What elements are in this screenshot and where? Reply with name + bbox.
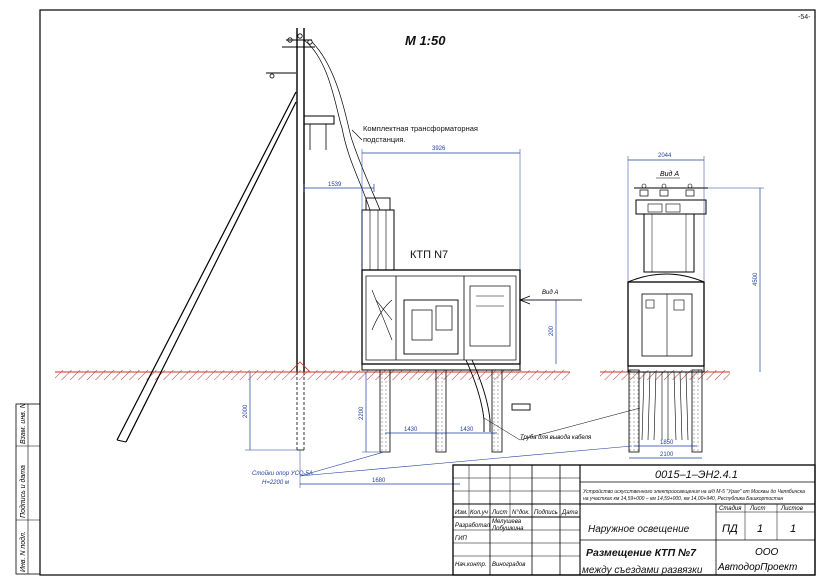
drawing-title: Размещение КТП №7 — [586, 547, 697, 559]
scale-label: М 1:50 — [405, 33, 446, 48]
svg-text:N°док.: N°док. — [512, 510, 530, 516]
dim-3926: 3926 — [361, 146, 521, 270]
doc-description-1: Устройство искусственного электроосвещен… — [583, 488, 805, 495]
svg-text:ПД: ПД — [722, 523, 738, 535]
dim-200: 200 — [520, 299, 560, 364]
view-a-arrow: Вид А — [518, 290, 582, 305]
svg-text:1: 1 — [790, 523, 796, 535]
dim-2100: 2100 — [629, 452, 702, 459]
svg-text:Вид А: Вид А — [542, 290, 558, 296]
svg-text:Вид А: Вид А — [660, 170, 679, 178]
svg-text:Мелушева: Мелушева — [492, 519, 522, 525]
dim-2000: 2000 — [243, 372, 297, 451]
svg-text:1: 1 — [757, 523, 763, 535]
sheet-frame — [39, 9, 816, 576]
svg-text:2044: 2044 — [658, 153, 672, 159]
svg-text:2100: 2100 — [660, 452, 674, 458]
drawing-subtitle: между съездами развязки — [582, 565, 703, 576]
svg-text:1539: 1539 — [328, 182, 342, 188]
org-line-1: ООО — [755, 547, 779, 558]
ktp-callout: Комплектная трансформаторная подстанция. — [351, 124, 478, 144]
svg-text:Подпись: Подпись — [534, 510, 558, 516]
svg-text:подстанция.: подстанция. — [363, 135, 406, 144]
title-block-text: 0015–1–ЭН2.4.1 Устройство искусственного… — [455, 469, 805, 576]
section-title: Наружное освещение — [588, 524, 690, 535]
stamp-inv-orig: Инв. N подл. — [19, 531, 27, 572]
ktp-side-piles — [628, 369, 703, 453]
svg-text:4500: 4500 — [753, 272, 759, 286]
page-number: -54- — [798, 14, 811, 21]
org-line-2: АвтодорПроект — [717, 562, 797, 573]
svg-text:Листов: Листов — [780, 506, 803, 512]
svg-text:Изм.: Изм. — [455, 510, 468, 516]
ktp-name-label: КТП N7 — [410, 249, 448, 261]
ktp-front-piles — [379, 369, 503, 453]
doc-description-2: на участках км 14,59+000 – км 14,59+000,… — [583, 496, 784, 502]
svg-text:Н=2200 м: Н=2200 м — [262, 480, 289, 486]
svg-text:1430: 1430 — [460, 427, 474, 433]
svg-text:Лобушкина: Лобушкина — [491, 526, 524, 532]
svg-text:ГИП: ГИП — [455, 536, 468, 542]
svg-text:Комплектная трансформаторная: Комплектная трансформаторная — [363, 124, 478, 133]
svg-text:Стадия: Стадия — [719, 506, 742, 512]
dim-1850: 1850 — [634, 440, 697, 447]
svg-text:Разработал: Разработал — [455, 523, 491, 529]
view-a-title: Вид А — [656, 170, 680, 179]
posts-callout: Стойки опор УСО-5А Н=2200 м — [252, 445, 633, 486]
ktp-front-view — [361, 197, 521, 371]
svg-text:Виноградов: Виноградов — [492, 562, 525, 568]
doc-code: 0015–1–ЭН2.4.1 — [655, 469, 738, 481]
svg-text:200: 200 — [549, 325, 555, 336]
dim-1430-b: 1430 — [441, 427, 497, 434]
svg-text:Труба для вывода кабеля: Труба для вывода кабеля — [520, 435, 592, 441]
svg-text:Дата: Дата — [561, 510, 578, 516]
dim-1430-a: 1430 — [385, 427, 441, 434]
cable-pipe — [465, 359, 531, 432]
dim-1680: 1680 — [299, 450, 460, 488]
svg-text:1680: 1680 — [372, 478, 386, 484]
stamp-replace-inv: Взам. инв. N — [20, 402, 27, 444]
svg-text:3926: 3926 — [432, 146, 446, 152]
svg-text:Лист: Лист — [749, 506, 765, 512]
side-stamp: Взам. инв. N Подпись и дата Инв. N подл. — [15, 402, 41, 575]
svg-text:Стойки опор УСО-5А: Стойки опор УСО-5А — [252, 470, 313, 477]
dim-4500: 4500 — [708, 187, 764, 372]
ktp-side-view — [627, 183, 708, 373]
power-pole — [116, 28, 381, 451]
dim-2200: 2200 — [359, 372, 380, 453]
svg-text:Лист: Лист — [491, 510, 507, 516]
svg-text:2000: 2000 — [243, 404, 249, 418]
dim-1539: 1539 — [303, 182, 375, 192]
svg-text:Нач.контр.: Нач.контр. — [455, 562, 486, 568]
title-block — [452, 464, 816, 576]
svg-text:Кол.уч: Кол.уч — [470, 510, 488, 516]
dim-2044: 2044 — [627, 153, 705, 282]
svg-text:2200: 2200 — [359, 406, 365, 420]
svg-text:1430: 1430 — [404, 427, 418, 433]
svg-text:1850: 1850 — [660, 440, 674, 446]
pipe-callout: Труба для вывода кабеля — [483, 407, 641, 441]
stamp-sign-date: Подпись и дата — [19, 465, 27, 518]
